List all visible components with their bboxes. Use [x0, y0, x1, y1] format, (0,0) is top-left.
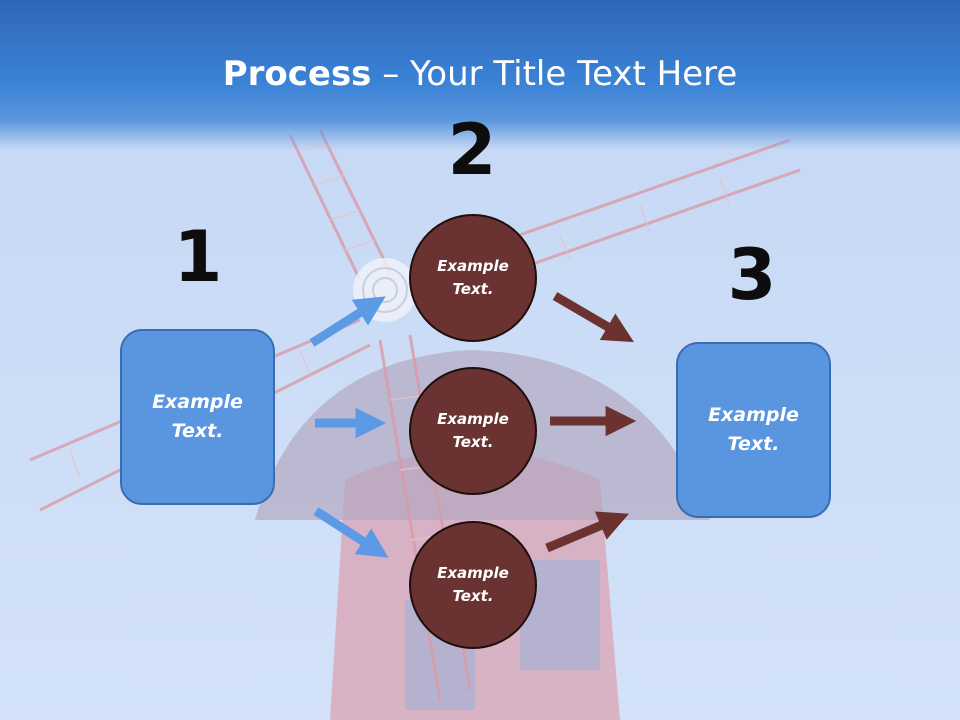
step-3-number: 3 — [727, 234, 777, 316]
circle-middle-text: Example Text. — [437, 410, 509, 451]
step-2-circle-bottom[interactable]: Example Text. — [409, 521, 537, 649]
title-bar — [0, 0, 960, 150]
step-1-box[interactable]: Example Text. — [120, 329, 275, 505]
blue-arrow-up — [309, 296, 386, 347]
circle-bottom-text: Example Text. — [437, 564, 509, 605]
step-2-circle-middle[interactable]: Example Text. — [409, 367, 537, 495]
title-rest: – Your Title Text Here — [371, 54, 738, 94]
step-3-box-text: Example Text. — [708, 404, 799, 455]
title-bold: Process — [222, 54, 372, 94]
step-1-box-text: Example Text. — [152, 391, 243, 442]
blue-arrow-down — [313, 507, 389, 558]
circle-top-text: Example Text. — [437, 257, 509, 298]
step-1-number: 1 — [173, 216, 223, 298]
brown-arrow-up — [545, 511, 629, 553]
brown-arrow-down — [552, 292, 634, 343]
step-2-circle-top[interactable]: Example Text. — [409, 214, 537, 342]
step-2-number: 2 — [447, 109, 497, 191]
page-title: Process – Your Title Text Here — [0, 52, 960, 96]
step-3-box[interactable]: Example Text. — [676, 342, 831, 518]
